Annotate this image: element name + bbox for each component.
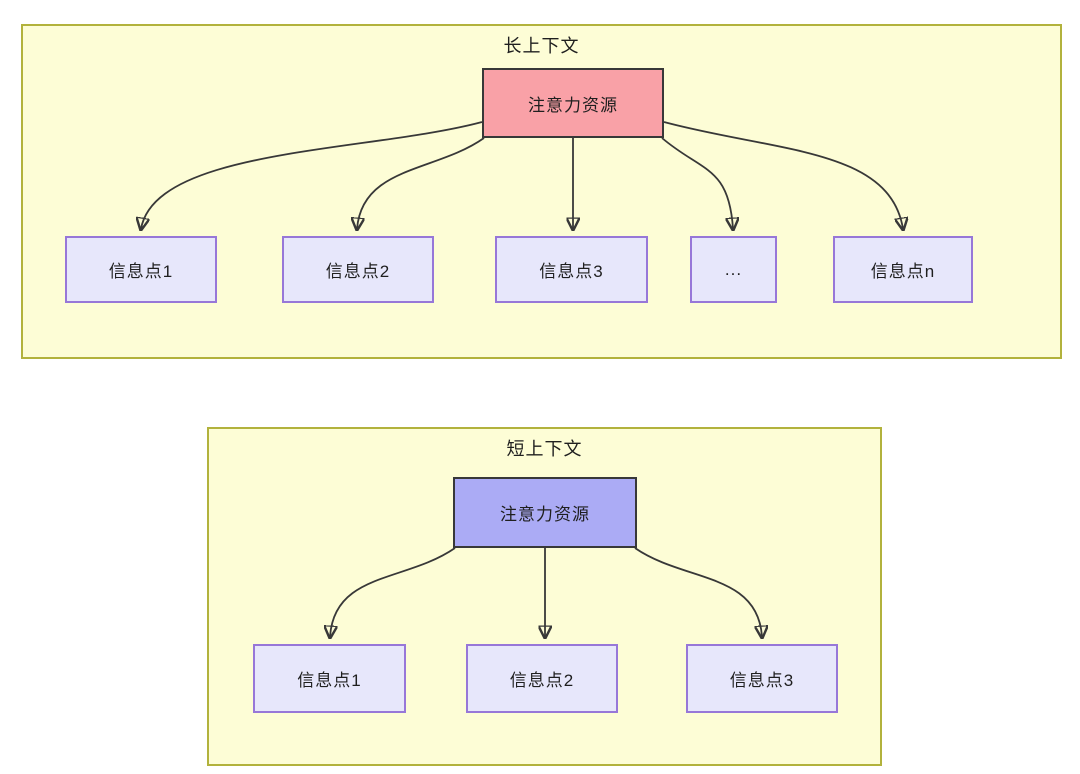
- long-info-node-ellipsis: ...: [690, 236, 777, 303]
- long-info-node-n: 信息点n: [833, 236, 973, 303]
- long-info-node-2: 信息点2: [282, 236, 434, 303]
- short-info-node-2: 信息点2: [466, 644, 618, 713]
- long-info-node-3: 信息点3: [495, 236, 648, 303]
- long-context-title: 长上下文: [503, 36, 580, 56]
- long-attention-node: 注意力资源: [482, 68, 664, 138]
- short-info-node-1: 信息点1: [253, 644, 406, 713]
- short-context-title: 短上下文: [506, 439, 583, 459]
- short-info-node-3: 信息点3: [686, 644, 838, 713]
- long-info-node-1: 信息点1: [65, 236, 217, 303]
- short-attention-node: 注意力资源: [453, 477, 637, 548]
